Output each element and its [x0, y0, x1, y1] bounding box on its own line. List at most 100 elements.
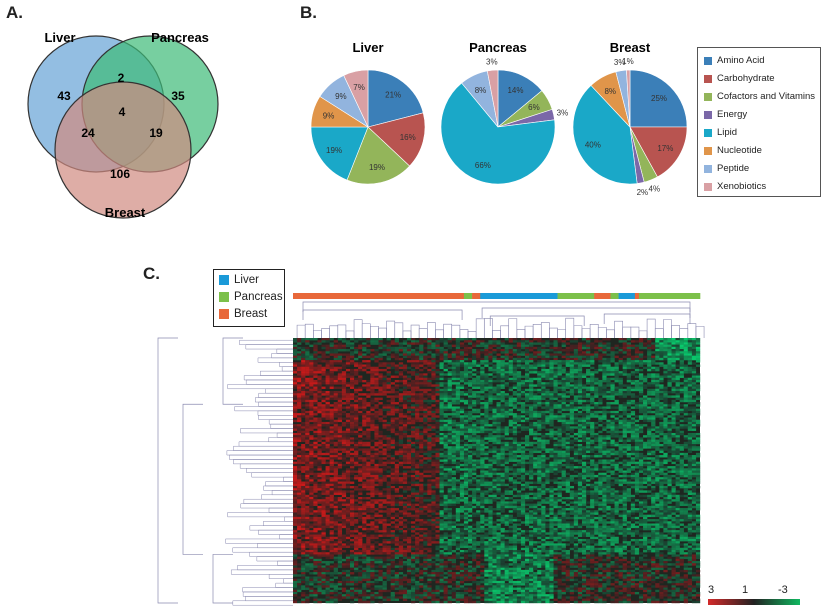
heatmap-cell [317, 466, 322, 469]
heatmap-cell [573, 395, 579, 398]
heatmap-cell [349, 466, 355, 469]
row-dendrogram-branch [222, 337, 243, 405]
heatmap-cell [480, 459, 485, 462]
heatmap-cell [508, 373, 513, 376]
heatmap-cell [529, 349, 534, 352]
heatmap-cell [488, 402, 493, 405]
heatmap-cell [614, 377, 619, 381]
heatmap-cell [313, 357, 318, 361]
column-dendrogram-branch [622, 326, 632, 338]
heatmap-cell [427, 455, 432, 458]
heatmap-cell [565, 353, 570, 356]
heatmap-cell [329, 338, 334, 341]
heatmap-cell [439, 362, 444, 365]
heatmap-cell [634, 382, 640, 385]
heatmap-cell [529, 379, 534, 383]
heatmap-cell [659, 410, 664, 414]
heatmap-cell [358, 468, 363, 471]
heatmap-cell [557, 410, 562, 414]
heatmap-cell [463, 406, 469, 409]
heatmap-cell [329, 410, 334, 414]
heatmap-cell [590, 441, 595, 445]
heatmap-cell [549, 349, 554, 352]
heatmap-cell [602, 391, 607, 394]
heatmap-cell [435, 448, 440, 451]
heatmap-cell [366, 371, 371, 374]
heatmap-cell [581, 344, 587, 348]
heatmap-cell [683, 395, 688, 398]
heatmap-cell [394, 419, 400, 423]
heatmap-cell [480, 388, 485, 392]
heatmap-cell [647, 406, 652, 409]
heatmap-cell [679, 346, 684, 350]
heatmap-cell [484, 404, 489, 407]
heatmap-cell [329, 432, 334, 436]
heatmap-cell [484, 455, 489, 458]
heatmap-cell [488, 415, 493, 418]
heatmap-cell [655, 395, 660, 398]
heatmap-cell [423, 450, 428, 454]
heatmap-cell [626, 338, 632, 341]
heatmap-cell [301, 428, 306, 431]
heatmap-cell [443, 368, 448, 372]
heatmap-cell [435, 368, 440, 372]
heatmap-cell [293, 446, 298, 449]
heatmap-cell [321, 415, 326, 418]
heatmap-cell [415, 439, 420, 442]
heatmap-cell [626, 430, 632, 434]
heatmap-cell [378, 373, 383, 376]
heatmap-cell [586, 450, 591, 454]
heatmap-cell [516, 342, 522, 345]
heatmap-cell [598, 415, 603, 418]
heatmap-cell [586, 342, 591, 345]
heatmap-cell [325, 441, 330, 445]
legend-swatch [704, 164, 712, 173]
heatmap-cell [520, 448, 526, 451]
heatmap-cell [427, 342, 432, 345]
heatmap-cell [329, 362, 334, 365]
heatmap-cell [496, 402, 501, 405]
heatmap-cell [431, 338, 436, 341]
heatmap-cell [301, 371, 306, 374]
heatmap-cell [647, 388, 652, 392]
heatmap-cell [520, 459, 526, 462]
heatmap-cell [524, 357, 530, 361]
heatmap-cell [415, 437, 420, 440]
heatmap-cell [618, 419, 623, 423]
heatmap-cell [634, 340, 640, 343]
heatmap-cell [472, 379, 477, 383]
heatmap-cell [492, 344, 497, 348]
heatmap-cell [484, 421, 489, 425]
heatmap-cell [675, 395, 680, 398]
heatmap-cell [443, 393, 448, 396]
heatmap-cell [370, 470, 375, 473]
heatmap-cell [402, 355, 408, 359]
heatmap-cell [297, 388, 302, 392]
heatmap-cell [358, 399, 363, 403]
heatmap-cell [455, 371, 461, 374]
heatmap-cell [496, 349, 501, 352]
heatmap-cell [606, 406, 611, 409]
heatmap-cell [313, 444, 318, 447]
heatmap-cell [309, 360, 314, 363]
pie-title-liver: Liver [352, 40, 383, 55]
heatmap-cell [305, 466, 310, 469]
heatmap-cell [508, 397, 513, 401]
heatmap-cell [297, 375, 302, 378]
heatmap-cell [500, 417, 505, 420]
heatmap-cell [423, 360, 428, 363]
heatmap-cell [435, 410, 440, 414]
heatmap-cell [492, 448, 497, 451]
heatmap-cell [581, 364, 587, 367]
heatmap-cell [309, 470, 314, 473]
heatmap-cell [565, 404, 570, 407]
heatmap-cell [472, 472, 477, 476]
heatmap-cell [630, 346, 636, 350]
heatmap-cell [337, 415, 343, 418]
heatmap-cell [398, 362, 404, 365]
heatmap-cell [455, 377, 461, 381]
heatmap-cell [545, 377, 550, 381]
heatmap-cell [663, 393, 668, 396]
heatmap-cell [541, 461, 546, 465]
heatmap-cell [301, 362, 306, 365]
